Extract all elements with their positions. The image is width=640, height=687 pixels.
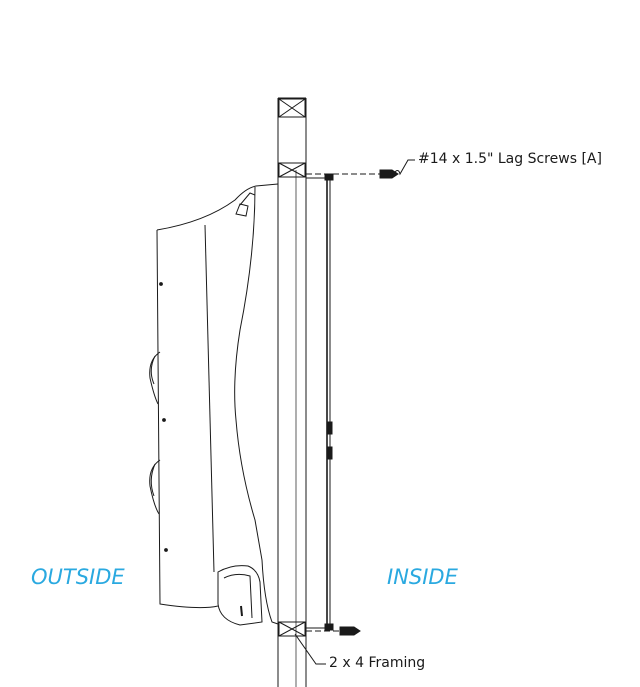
top-lag-screw <box>306 159 415 179</box>
framing-callout: 2 x 4 Framing <box>329 655 426 671</box>
lag-screws-callout: #14 x 1.5" Lag Screws [A] <box>418 151 602 167</box>
bottom-lag-screw <box>306 626 361 636</box>
framing-leader-line <box>294 633 326 665</box>
framing-cross-section-upper <box>278 162 306 178</box>
framing-cross-section-lower <box>278 621 306 637</box>
framing-cross-section-top <box>278 98 306 118</box>
inside-label: INSIDE <box>387 565 458 589</box>
wall-framing-lines <box>277 97 307 687</box>
outside-unit-housing <box>149 183 279 626</box>
inside-mounting-panel <box>306 173 334 631</box>
outside-label: OUTSIDE <box>31 565 125 589</box>
